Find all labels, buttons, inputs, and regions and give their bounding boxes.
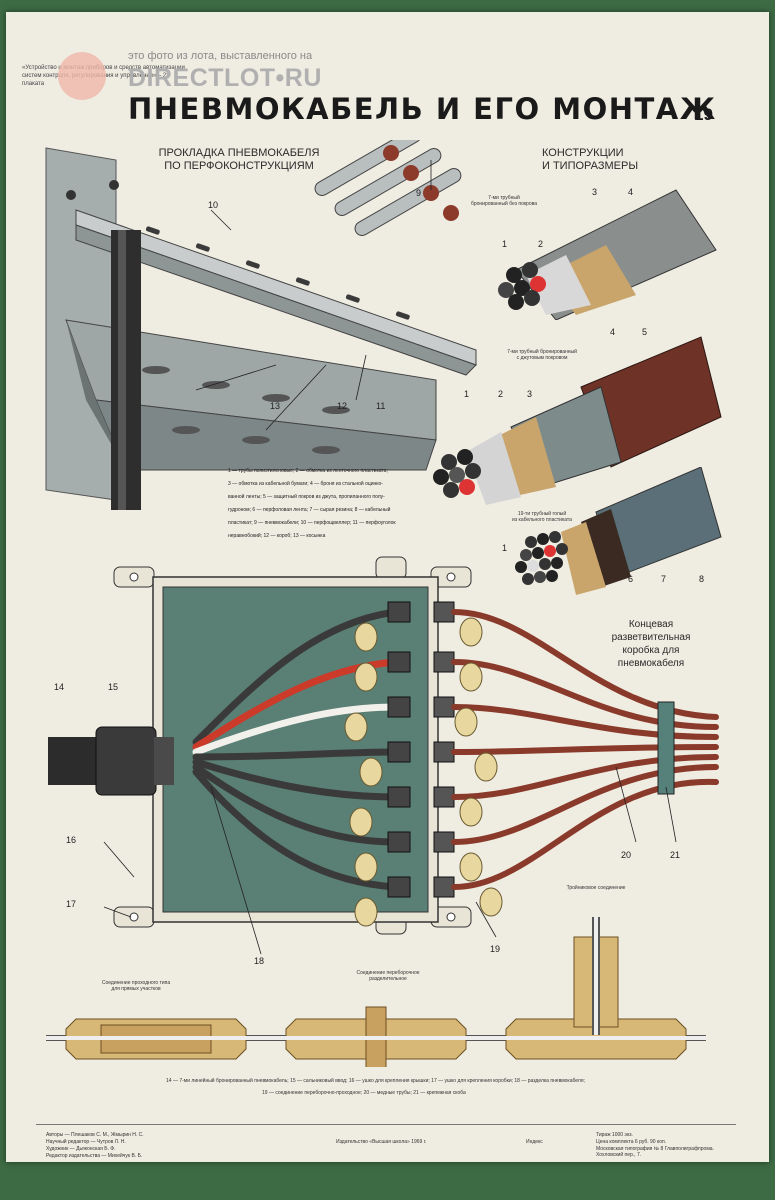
section2-title-line1: КОНСТРУКЦИИ xyxy=(542,147,624,159)
callout-9: 9 xyxy=(416,188,422,198)
print-line: Московская типография № 8 Главполиграфпр… xyxy=(596,1146,714,1158)
cable1-illustration xyxy=(498,189,717,320)
credit-line: Редактор издательства — Михейчук В. Б. xyxy=(46,1153,143,1159)
footer-divider xyxy=(36,1124,736,1125)
box-callout-14: 14 xyxy=(54,682,65,692)
cable3-callout-6: 6 xyxy=(628,574,634,584)
cable2-callout-1: 1 xyxy=(464,389,470,399)
cable2-caption: 7-ми трубный бронированный с джутовым по… xyxy=(482,349,602,361)
bottom-legend-line1: 14 — 7-ми линейный бронированный пневмок… xyxy=(166,1078,585,1084)
section3-title-line1: Концевая xyxy=(628,619,674,630)
connections-illustration xyxy=(46,917,706,1067)
cable1-caption: 7-ми трубный бронированный без покрова xyxy=(434,195,574,207)
box-callout-19: 19 xyxy=(490,944,501,954)
cable3-caption-line1: 19-ти трубный голый xyxy=(517,511,567,517)
page-number: 19 xyxy=(694,105,713,124)
conn-mid-caption-line1: Соединение переборочное xyxy=(356,970,420,976)
cable2-caption-line2: с джутовым покровом xyxy=(516,355,568,361)
cable2-callout-3: 3 xyxy=(527,389,533,399)
legend-line: пластикат; 9 — пневмокабели; 10 — перфощ… xyxy=(228,520,396,526)
cable3-illustration xyxy=(515,467,722,595)
box-callout-16: 16 xyxy=(66,835,77,845)
section2-title: КОНСТРУКЦИИ И ТИПОРАЗМЕРЫ xyxy=(542,147,722,173)
section3-title: Концевая разветвительная коробка для пне… xyxy=(586,618,716,670)
cable3-callout-7: 7 xyxy=(661,574,667,584)
cable1-callout-3: 3 xyxy=(592,187,598,197)
junction-box-illustration xyxy=(48,556,719,955)
section3-title-line3: коробка для xyxy=(622,645,680,656)
publisher: Издательство «Высшая школа» 1969 г. xyxy=(336,1139,427,1145)
section1-title-line2: ПО ПЕРФОКОНСТРУКЦИЯМ xyxy=(164,160,314,172)
conn-right-caption: Тройниковое соединение xyxy=(566,885,626,891)
cable3-callout-8: 8 xyxy=(699,574,705,584)
cable2-callout-2: 2 xyxy=(498,389,504,399)
credit-line: Научный редактор — Чутров Л. Н. xyxy=(46,1139,126,1145)
conn-mid-caption: Соединение переборочное разделительное xyxy=(318,970,458,982)
poster-sheet: «Устройство и монтаж приборов и средств … xyxy=(6,12,769,1162)
index-label: Индекс xyxy=(526,1139,543,1145)
callout-13: 13 xyxy=(270,401,281,411)
cable3-caption: 19-ти трубный голый из кабельного пласти… xyxy=(482,511,602,523)
conn-left-caption-line1: Соединение проходного типа xyxy=(101,980,171,986)
credit-line: Художник — Дьяконская Б. Ф. xyxy=(46,1146,116,1152)
conn-left-caption: Соединение проходного типа для прямых уч… xyxy=(66,980,206,992)
cable2-caption-line1: 7-ми трубный бронированный xyxy=(507,349,577,355)
cable1-callout-4: 4 xyxy=(628,187,634,197)
cable1-caption-line2: бронированный без покрова xyxy=(471,201,537,207)
cable1-caption-line1: 7-ми трубный xyxy=(488,195,520,201)
watermark-text: это фото из лота, выставленного на xyxy=(128,50,313,62)
section2-title-line2: И ТИПОРАЗМЕРЫ xyxy=(542,160,639,172)
legend-line: 3 — обмотка из кабельной бумаги; 4 — бро… xyxy=(228,481,383,487)
watermark-badge-icon xyxy=(58,52,106,100)
cable1-callout-1: 1 xyxy=(502,239,508,249)
section3-title-line2: разветвительная xyxy=(611,632,691,643)
cable2-illustration xyxy=(433,336,722,505)
legend-line: 1 — трубы полиэтиленовые; 2 — обмотка из… xyxy=(228,468,388,474)
print-line: Тираж 1000 экз. xyxy=(596,1132,633,1138)
cable2-callout-5: 5 xyxy=(642,327,648,337)
conn-left-caption-line2: для прямых участков xyxy=(111,986,161,992)
box-callout-21: 21 xyxy=(670,850,681,860)
cable1-callout-2: 2 xyxy=(538,239,544,249)
cable3-callout-1: 1 xyxy=(502,543,508,553)
section1-title: ПРОКЛАДКА ПНЕВМОКАБЕЛЯ ПО ПЕРФОКОНСТРУКЦ… xyxy=(134,147,344,173)
section1-title-line1: ПРОКЛАДКА ПНЕВМОКАБЕЛЯ xyxy=(158,147,320,159)
poster-title: ПНЕВМОКАБЕЛЬ И ЕГО МОНТАЖ xyxy=(128,92,717,126)
bottom-legend-line2: 19 — соединение переборочно-проходное; 2… xyxy=(262,1090,466,1096)
cable3-caption-line2: из кабельного пластиката xyxy=(512,517,572,523)
legend-line: гудроном; 6 — перфоловая лента; 7 — сыра… xyxy=(228,507,391,513)
box-callout-17: 17 xyxy=(66,899,77,909)
callout-10: 10 xyxy=(208,200,219,210)
box-callout-18: 18 xyxy=(254,956,265,966)
legend-line: неравнобокий; 12 — короб; 13 — косынка xyxy=(228,533,326,539)
legend-top: 1 — трубы полиэтиленовые; 2 — обмотка из… xyxy=(228,465,528,543)
callout-12: 12 xyxy=(337,401,348,411)
conn-mid-caption-line2: разделительное xyxy=(369,976,407,982)
callout-11: 11 xyxy=(376,401,386,411)
box-callout-20: 20 xyxy=(621,850,632,860)
watermark-logo: DIRECTLOT•RU xyxy=(128,64,322,92)
print-line: Цена комплекта 6 руб. 90 коп. xyxy=(596,1139,667,1145)
section3-title-line4: пневмокабеля xyxy=(617,658,685,669)
footer: Авторы — Плешаков С. М., Жмырин Н. С. На… xyxy=(36,1132,736,1172)
cable2-callout-4: 4 xyxy=(610,327,616,337)
perfo-construction-illustration xyxy=(45,140,477,510)
legend-line: ванной ленты; 5 — защитный покров из джу… xyxy=(228,494,385,500)
box-callout-15: 15 xyxy=(108,682,119,692)
credit-line: Авторы — Плешаков С. М., Жмырин Н. С. xyxy=(46,1132,144,1138)
